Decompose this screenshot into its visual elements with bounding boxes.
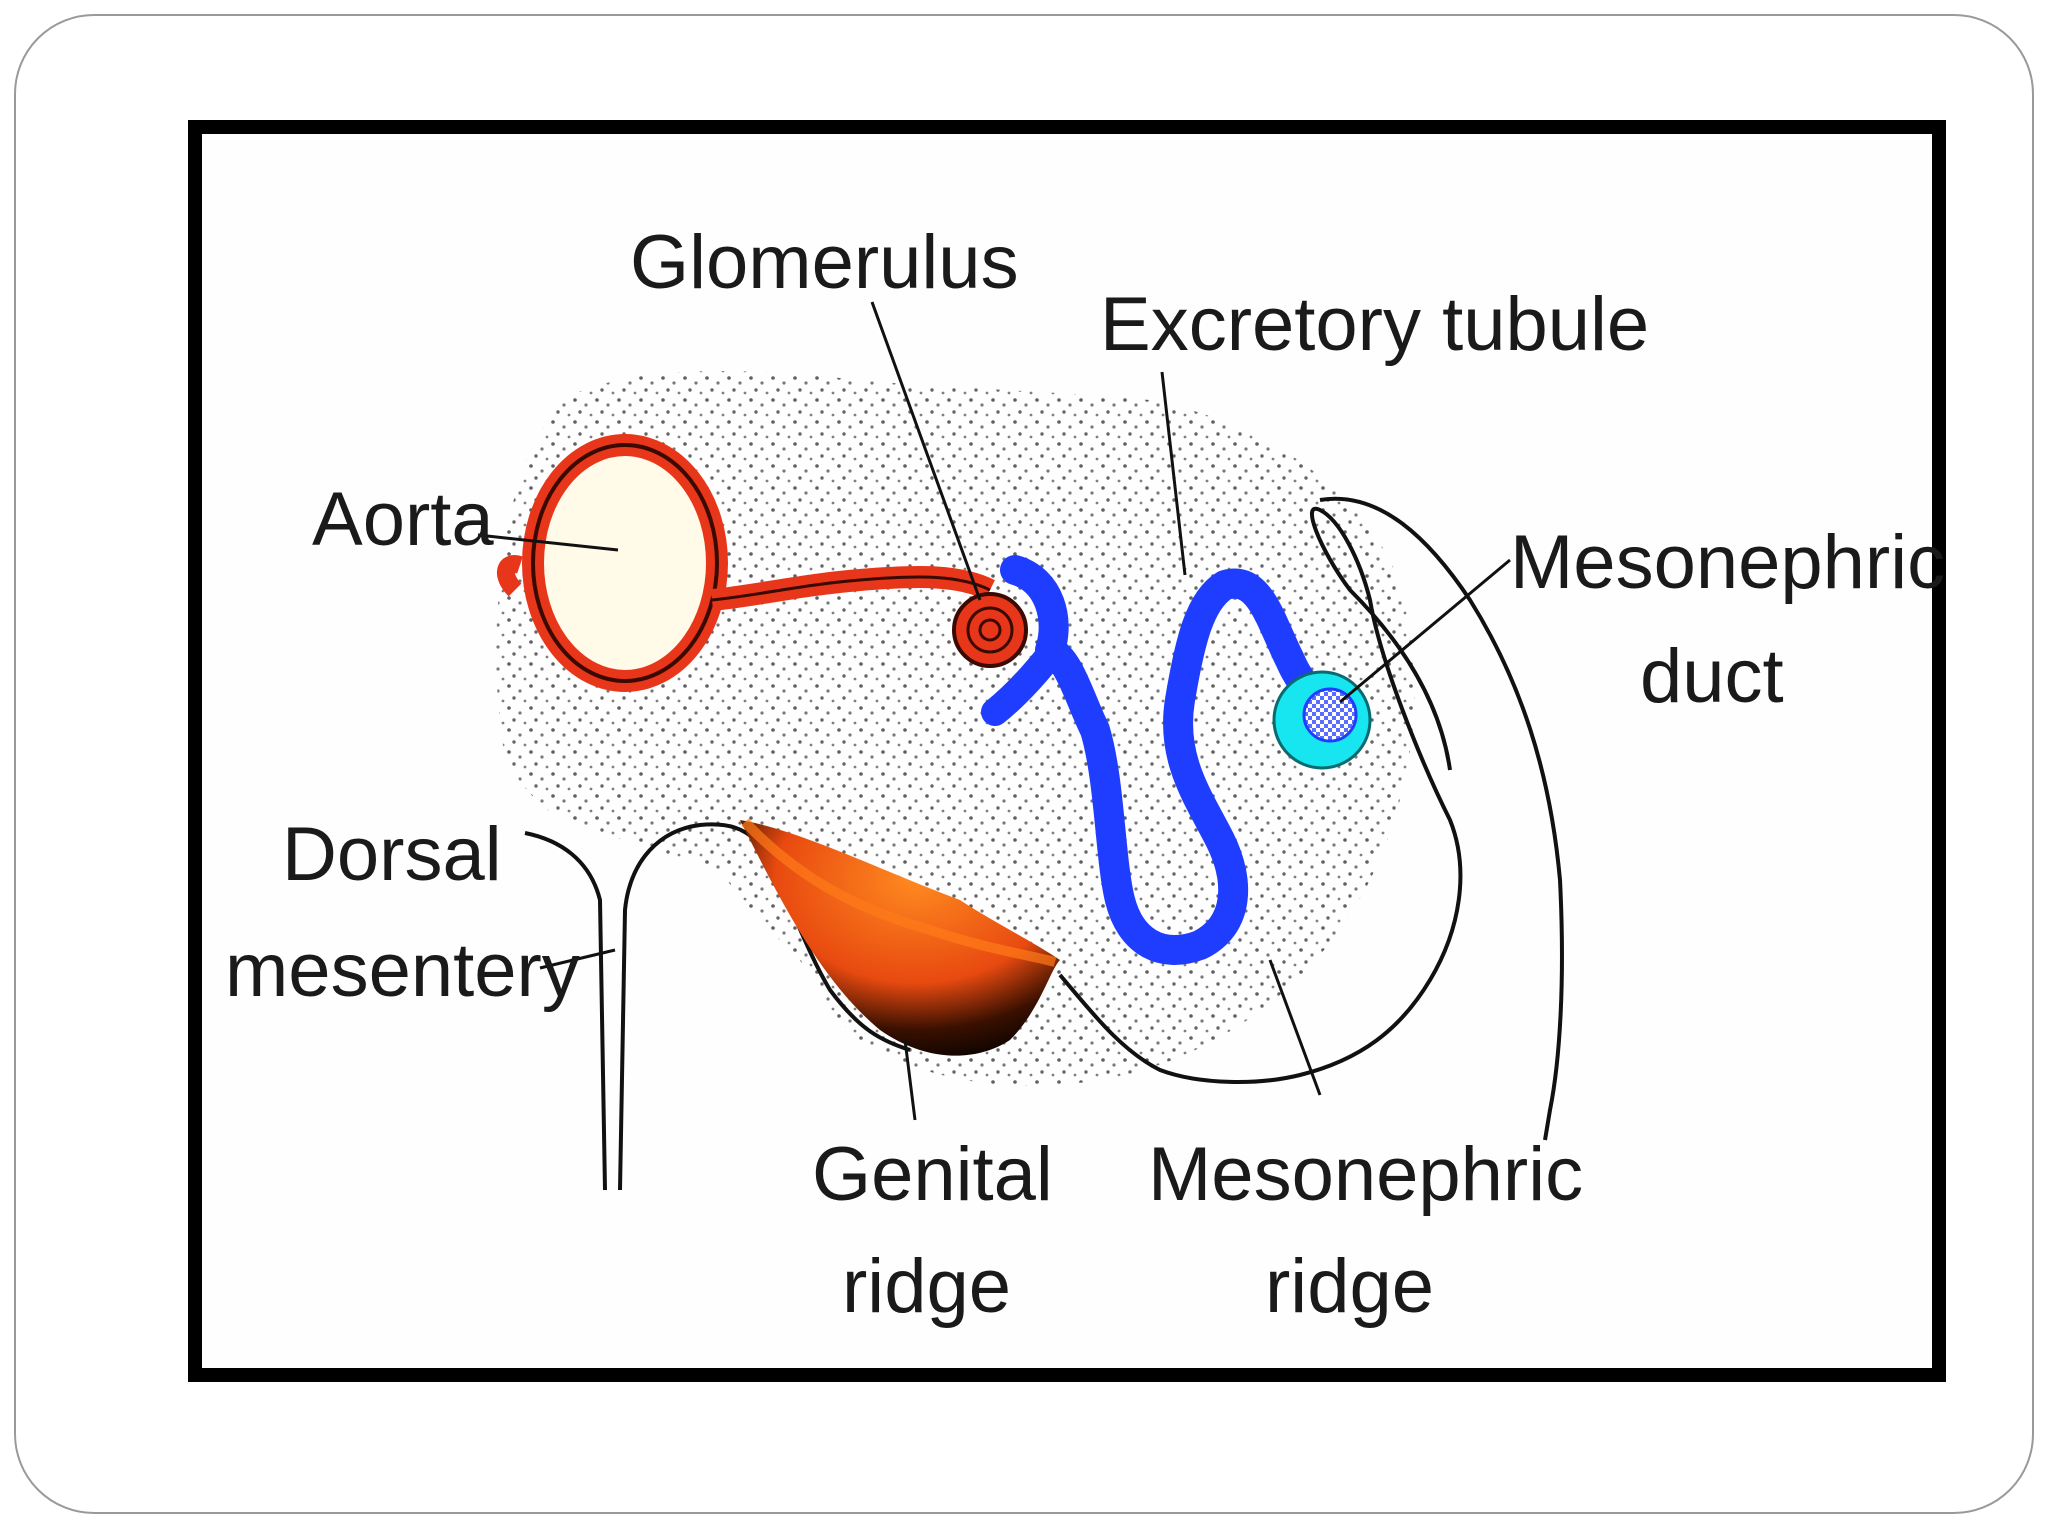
- leader-dorsal-mesentery: [539, 948, 616, 970]
- label-mesonephric-ridge-2: ridge: [1265, 1244, 1434, 1329]
- coelomic-outline: [1058, 506, 1463, 1084]
- dorsal-mesentery: [524, 831, 607, 1191]
- label-mesonephric-ridge-1: Mesonephric: [1148, 1132, 1583, 1217]
- leader-glomerulus: [870, 301, 982, 601]
- leader-aorta: [477, 533, 619, 552]
- leader-mesonephric-duct: [1339, 558, 1511, 704]
- label-dorsal-mesentery-2: mesentery: [225, 928, 580, 1013]
- label-excretory-tubule: Excretory tubule: [1100, 282, 1649, 367]
- leader-excretory-tubule: [1160, 371, 1187, 576]
- label-genital-ridge-2: ridge: [842, 1244, 1011, 1329]
- glomerulus: [952, 592, 1028, 668]
- label-genital-ridge-1: Genital: [812, 1132, 1053, 1217]
- excretory-tubule: [1000, 555, 1360, 965]
- leader-mesonephric-ridge: [1268, 959, 1322, 1096]
- label-dorsal-mesentery-1: Dorsal: [282, 812, 502, 897]
- leader-genital-ridge: [903, 1039, 917, 1121]
- label-mesonephric-duct-2: duct: [1640, 634, 1784, 719]
- label-mesonephric-duct-1: Mesonephric: [1510, 520, 1945, 605]
- label-glomerulus: Glomerulus: [630, 220, 1019, 305]
- label-aorta: Aorta: [312, 477, 494, 562]
